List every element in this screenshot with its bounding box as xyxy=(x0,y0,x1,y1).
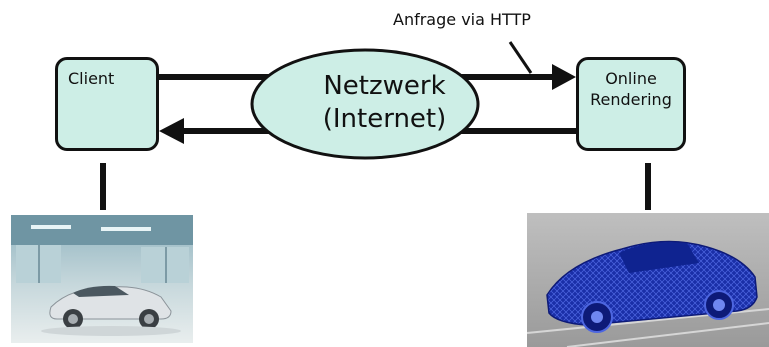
request-arrowhead xyxy=(552,64,576,90)
network-label-line2: (Internet) xyxy=(322,104,447,134)
response-arrowhead xyxy=(159,118,184,144)
network-label-line1: Netzwerk xyxy=(323,71,446,101)
online-rendering-box: Online Rendering xyxy=(576,57,686,151)
request-label: Anfrage via HTTP xyxy=(393,10,531,29)
rendering-label-line2: Rendering xyxy=(590,90,672,109)
car-showroom-photo-icon xyxy=(11,215,193,343)
network-cloud xyxy=(250,48,480,160)
wireframe-car-render-icon xyxy=(527,213,769,347)
rendering-label-line1: Online xyxy=(605,69,657,88)
label-pointer xyxy=(508,41,533,74)
client-label: Client xyxy=(68,69,115,88)
client-box: Client xyxy=(55,57,159,151)
